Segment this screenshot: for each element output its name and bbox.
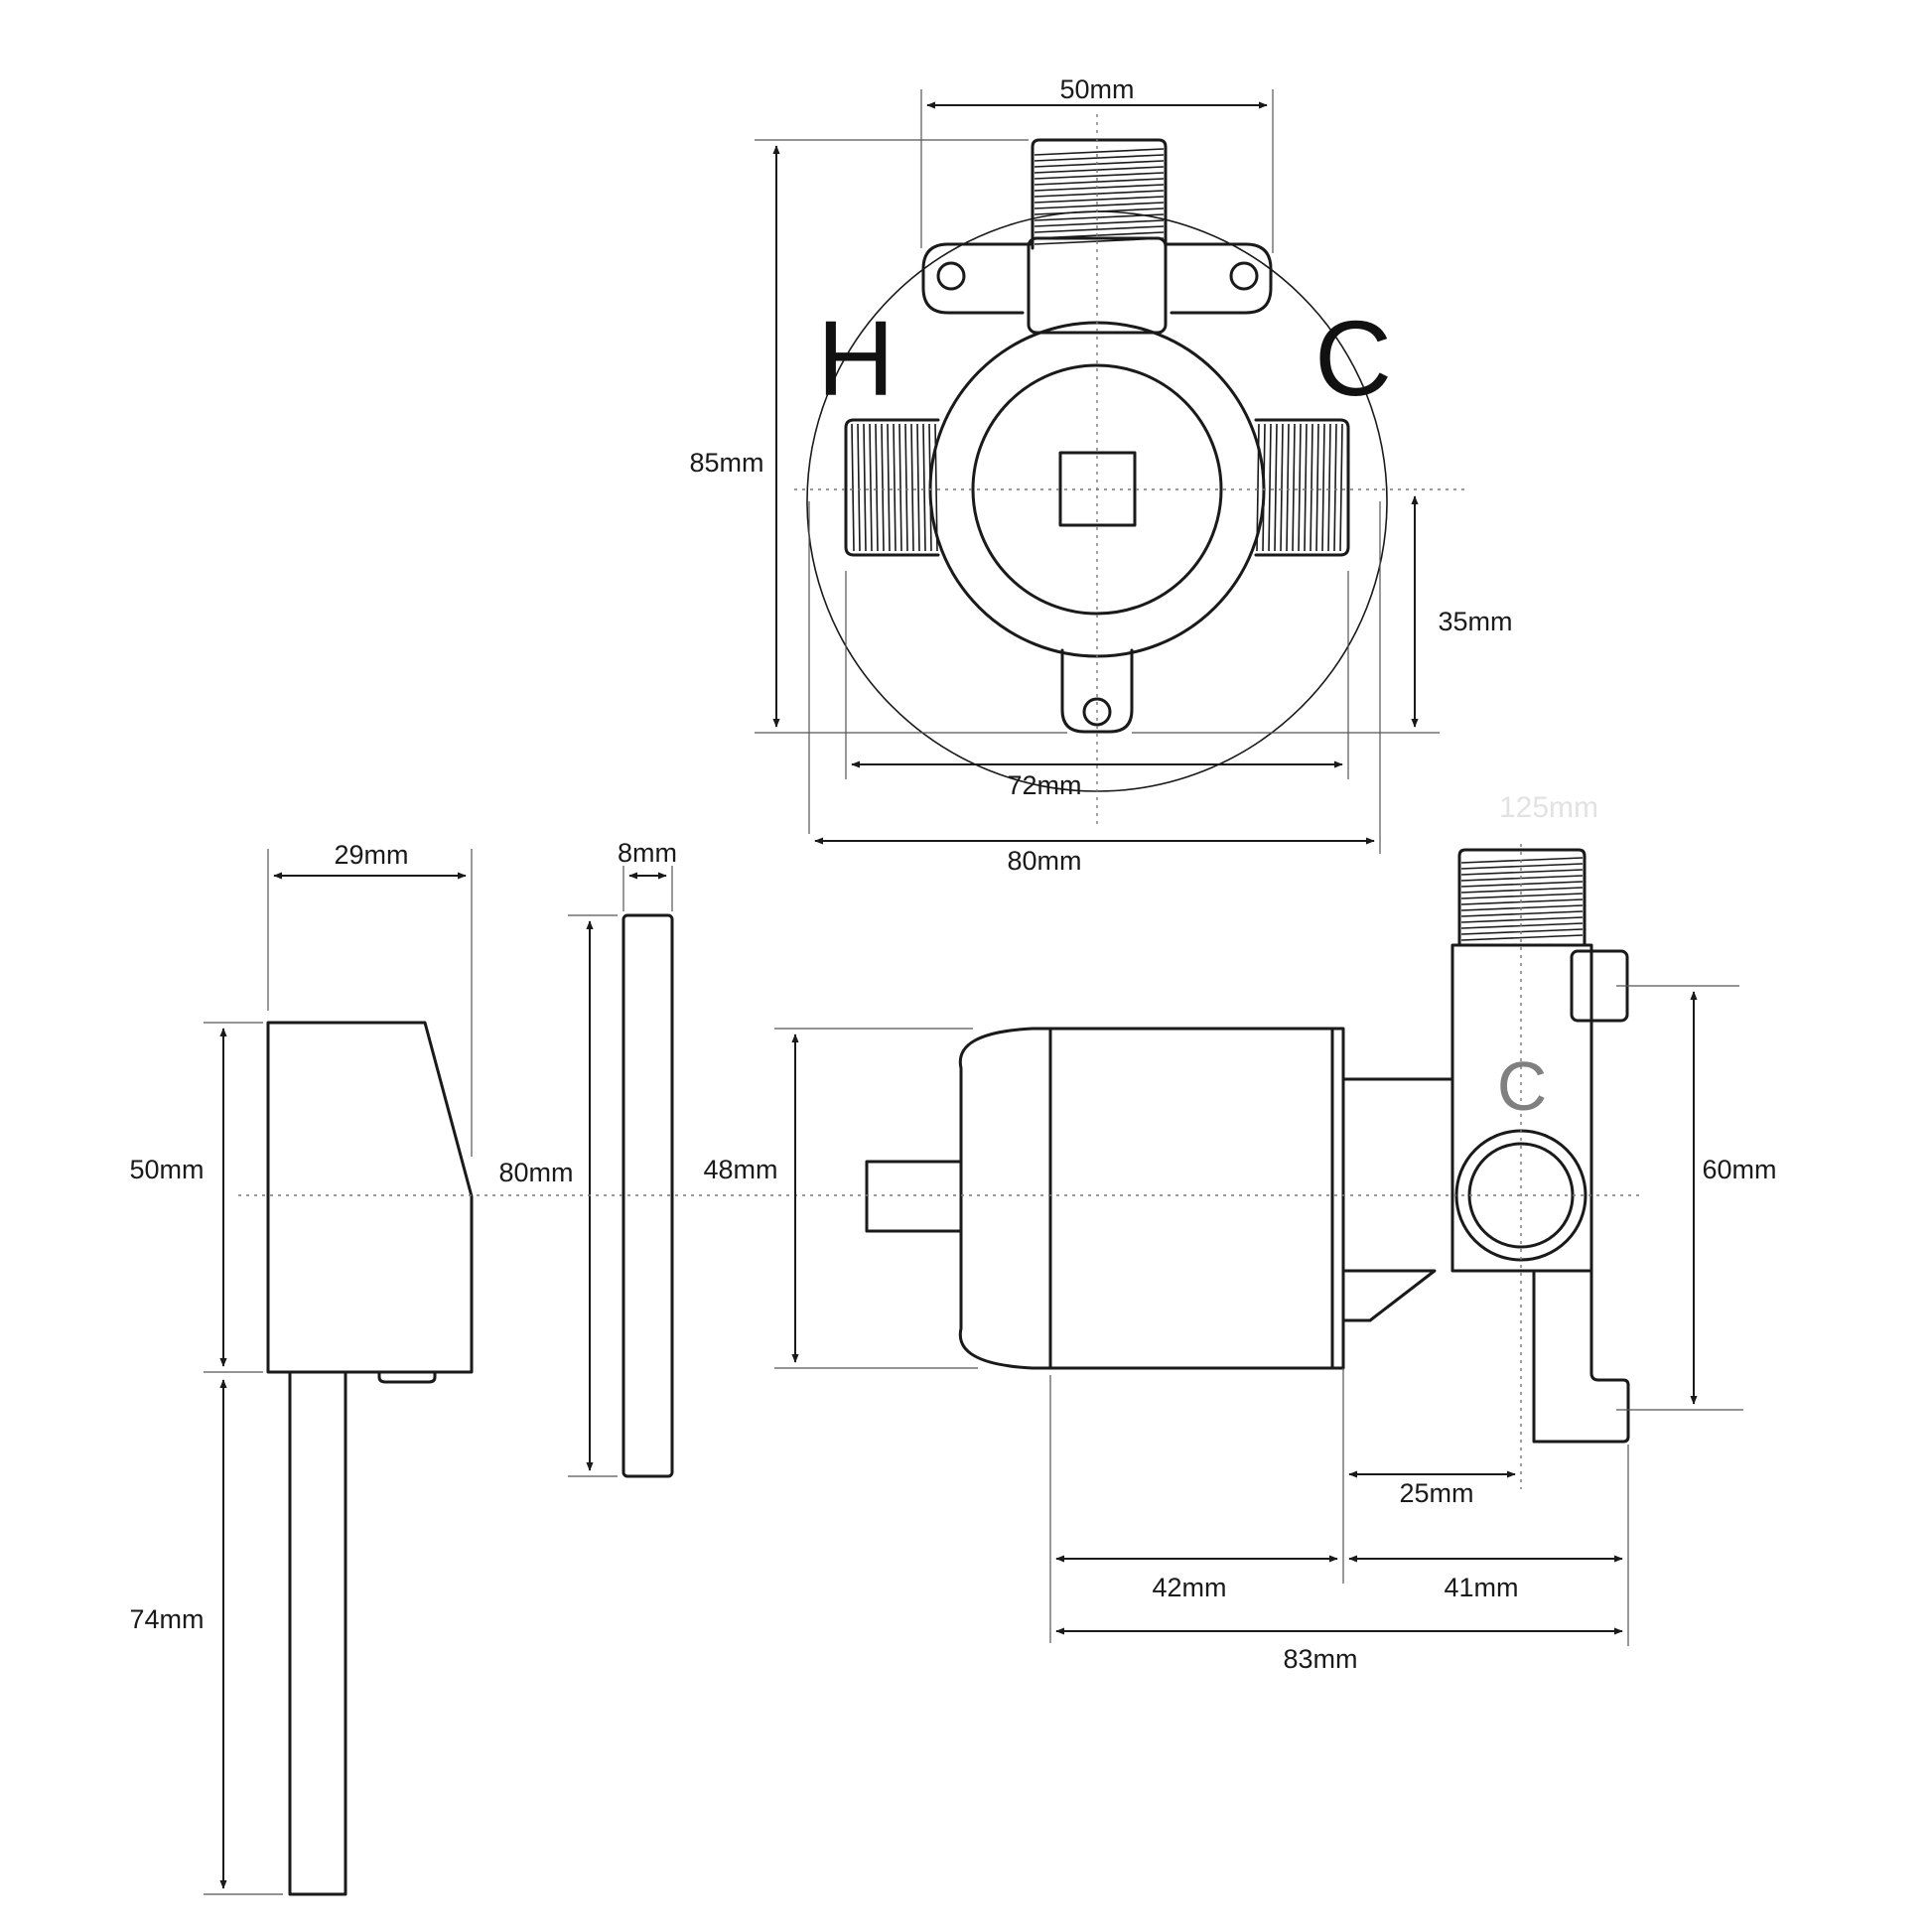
thread-line: [1327, 423, 1331, 552]
thread-line: [851, 423, 855, 552]
hot-label: H: [817, 298, 895, 418]
plate-side-view: 8mm 80mm: [498, 838, 677, 1478]
thread-line: [1034, 160, 1165, 168]
thread-line: [1321, 423, 1325, 552]
mounting-lugs: [921, 242, 1273, 315]
hot-inlet-thread: [844, 418, 940, 557]
thread-line: [910, 423, 914, 552]
thread-line: [1460, 898, 1584, 905]
thread-line: [857, 423, 861, 552]
dim-front-lower-height: 35mm: [1438, 607, 1512, 636]
thread-line: [1034, 225, 1165, 233]
thread-line: [1460, 928, 1584, 935]
thread-line: [1034, 178, 1165, 186]
thread-line: [1460, 881, 1584, 888]
dim-plate-height: 80mm: [498, 1158, 573, 1187]
thread-line: [1460, 910, 1584, 917]
bottom-lug: [1060, 648, 1134, 734]
thread-line: [1034, 184, 1165, 192]
body-neck: [1027, 236, 1168, 335]
thread-line: [904, 423, 908, 552]
thread-line: [1460, 869, 1584, 876]
dim-lever-length: 74mm: [129, 1604, 204, 1634]
dim-overall-length: 83mm: [1283, 1644, 1357, 1674]
side-dome: [958, 1027, 1052, 1370]
thread-line: [1280, 423, 1284, 552]
dim-handle-depth: 29mm: [334, 840, 408, 870]
valve-side-view: 125mm C 48mm 60mm 25mm 42mm 41mm 83mm: [238, 791, 1777, 1674]
thread-line: [1310, 423, 1313, 552]
thread-line: [1034, 166, 1165, 174]
cold-label: C: [1314, 298, 1392, 418]
dim-body-length: 42mm: [1152, 1573, 1226, 1602]
thread-line: [1460, 916, 1584, 923]
thread-line: [1333, 423, 1337, 552]
thread-line: [1034, 207, 1165, 215]
thread-line: [1292, 423, 1296, 552]
thread-line: [1034, 190, 1165, 198]
dim-inlet-span: 72mm: [1007, 770, 1081, 800]
top-threaded-pipe: [1031, 138, 1168, 250]
dim-top-lug-span: 50mm: [1059, 74, 1134, 104]
thread-line: [1460, 875, 1584, 882]
thread-line: [1460, 934, 1584, 941]
thread-line: [1460, 904, 1584, 911]
cover-plate-edge: [621, 913, 674, 1478]
thread-line: [893, 423, 897, 552]
side-connector: [1341, 1077, 1454, 1322]
cold-inlet-thread: [1254, 418, 1350, 557]
thread-line: [1034, 148, 1165, 156]
side-spindle: [865, 1160, 963, 1233]
side-body-cylinder: [1048, 1027, 1345, 1370]
thread-line: [887, 423, 891, 552]
thread-line: [916, 423, 920, 552]
thread-line: [881, 423, 885, 552]
handle-side-view: 29mm 50mm 74mm: [129, 840, 474, 1896]
thread-line: [1460, 863, 1584, 870]
dim-rear-length: 41mm: [1444, 1573, 1518, 1602]
front-view: 50mm 85mm 35mm 72mm 80mm H C: [689, 74, 1512, 876]
thread-line: [1034, 213, 1165, 221]
thread-line: [898, 423, 902, 552]
dim-outlet-offset: 25mm: [1399, 1478, 1473, 1508]
handle-head: [266, 1021, 474, 1374]
thread-line: [869, 423, 873, 552]
thread-line: [922, 423, 926, 552]
dim-plate-thickness: 8mm: [618, 838, 677, 868]
dim-body-diameter: 48mm: [703, 1155, 777, 1184]
thread-line: [1298, 423, 1302, 552]
dim-plate-diameter: 80mm: [1007, 846, 1081, 876]
ghost-dimension: 125mm: [1499, 791, 1598, 824]
thread-line: [1304, 423, 1308, 552]
side-pipe-block: [1450, 943, 1593, 1273]
dim-side-height: 60mm: [1702, 1155, 1776, 1184]
thread-line: [1315, 423, 1319, 552]
handle-lever: [288, 1370, 347, 1896]
thread-line: [1286, 423, 1290, 552]
thread-line: [875, 423, 879, 552]
thread-line: [1034, 196, 1165, 204]
thread-line: [1274, 423, 1278, 552]
thread-line: [1460, 887, 1584, 894]
side-bottom-bracket: [1532, 1269, 1630, 1444]
thread-line: [1034, 172, 1165, 180]
thread-line: [863, 423, 867, 552]
thread-line: [1034, 219, 1165, 227]
thread-line: [1034, 154, 1165, 162]
thread-line: [1034, 202, 1165, 209]
spindle-square: [1058, 451, 1137, 527]
thread-line: [1268, 423, 1272, 552]
thread-line: [1339, 423, 1343, 552]
thread-line: [1460, 893, 1584, 899]
thread-line: [1460, 922, 1584, 929]
thread-line: [1460, 857, 1584, 864]
dim-front-height: 85mm: [689, 448, 763, 478]
valve-body-inner: [971, 363, 1223, 616]
dim-handle-height: 50mm: [129, 1155, 204, 1184]
side-cold-label: C: [1497, 1047, 1548, 1125]
